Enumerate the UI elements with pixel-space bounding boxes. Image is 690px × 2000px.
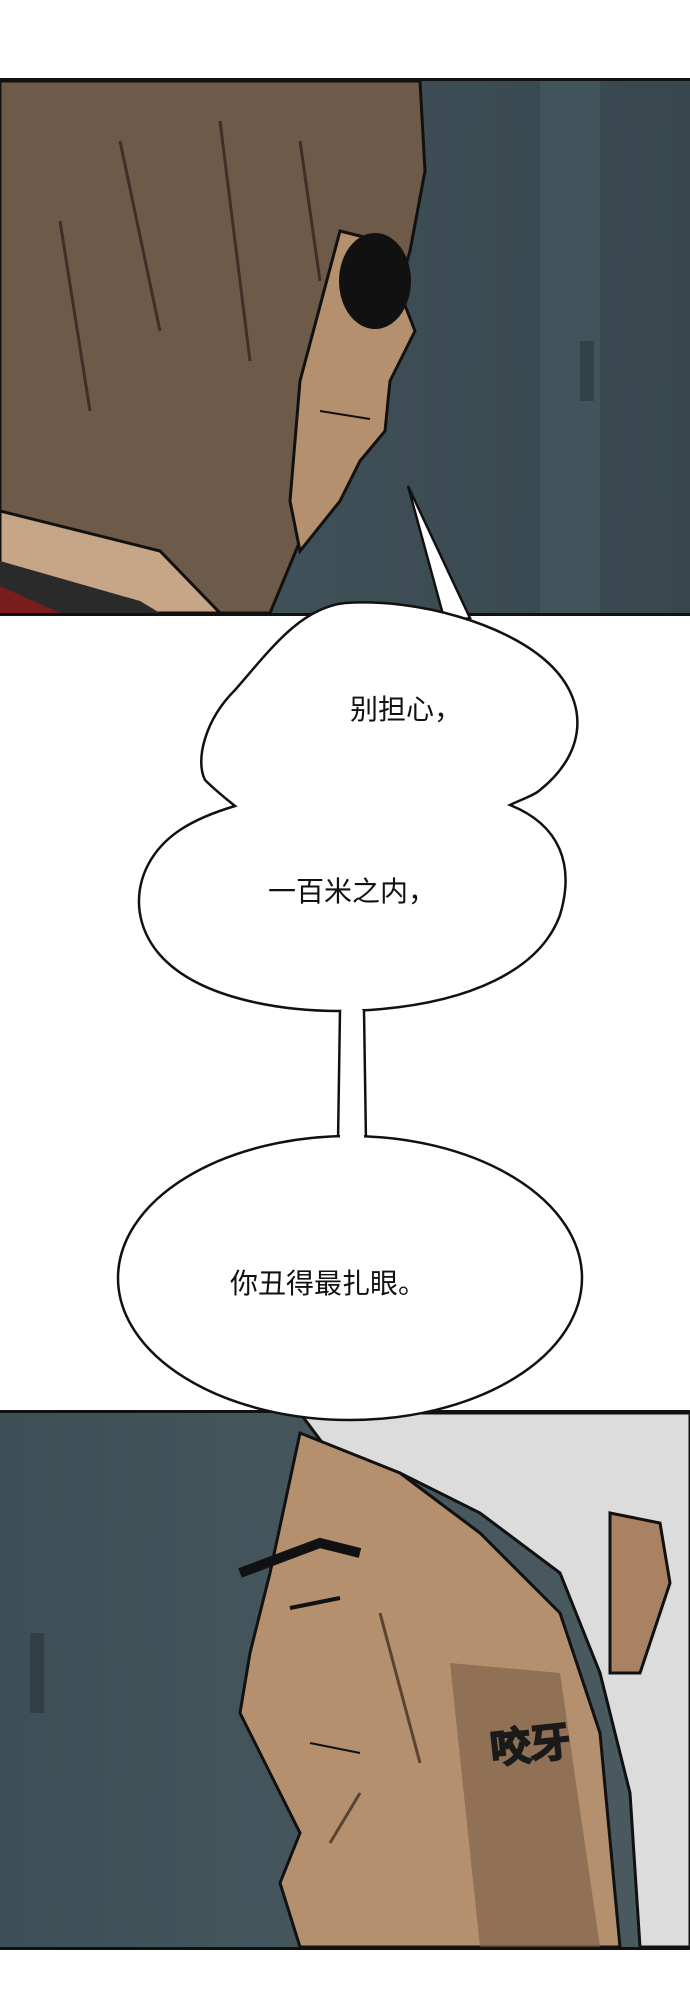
bottom-panel-art <box>30 1413 690 1947</box>
dialogue-line-1: 别担心， <box>350 693 463 726</box>
sfx-text: 咬牙 <box>487 1717 573 1774</box>
top-panel-art <box>0 81 600 613</box>
top-panel <box>0 78 690 616</box>
dialogue-line-3: 你丑得最扎眼。 <box>230 1267 427 1300</box>
bubble-group-1 <box>137 601 579 1013</box>
dialogue-line-2: 一百米之内， <box>268 875 437 908</box>
bottom-panel: 咬牙 <box>0 1410 690 1950</box>
bubble-connector <box>336 1009 368 1144</box>
